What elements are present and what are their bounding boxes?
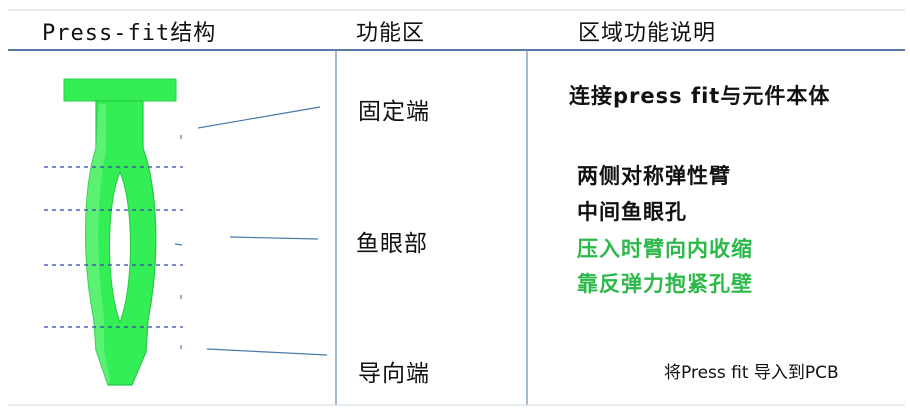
- reference-dashed-lines: [44, 166, 183, 328]
- header-function-zone: 功能区: [356, 21, 426, 46]
- desc-fisheye-line-4: 靠反弹力抱紧孔壁: [577, 272, 753, 296]
- desc-fixed-end: 连接press fit与元件本体: [569, 84, 831, 108]
- desc-fisheye-line-3: 压入时臂向内收缩: [577, 237, 753, 261]
- tick-marks: [174, 135, 183, 349]
- press-fit-pin: [63, 78, 177, 386]
- desc-fisheye-line-2: 中间鱼眼孔: [577, 200, 687, 224]
- leader-line-fisheye: [229, 236, 319, 240]
- desc-fisheye-line-1: 两侧对称弹性臂: [577, 164, 731, 188]
- zone-label-fisheye: 鱼眼部: [356, 231, 428, 257]
- header-press-fit-structure: Press-fit结构: [42, 21, 217, 46]
- pin-head: [63, 78, 177, 102]
- pin-left-shade: [85, 104, 110, 385]
- header-zone-description: 区域功能说明: [578, 21, 717, 46]
- guide-end-note: 将Press fit 导入到PCB: [664, 363, 839, 383]
- zone-label-fixed-end: 固定端: [358, 99, 430, 125]
- leader-line-fixed: [197, 106, 321, 129]
- zone-label-guide-end: 导向端: [358, 361, 430, 387]
- leader-line-guide: [206, 348, 328, 356]
